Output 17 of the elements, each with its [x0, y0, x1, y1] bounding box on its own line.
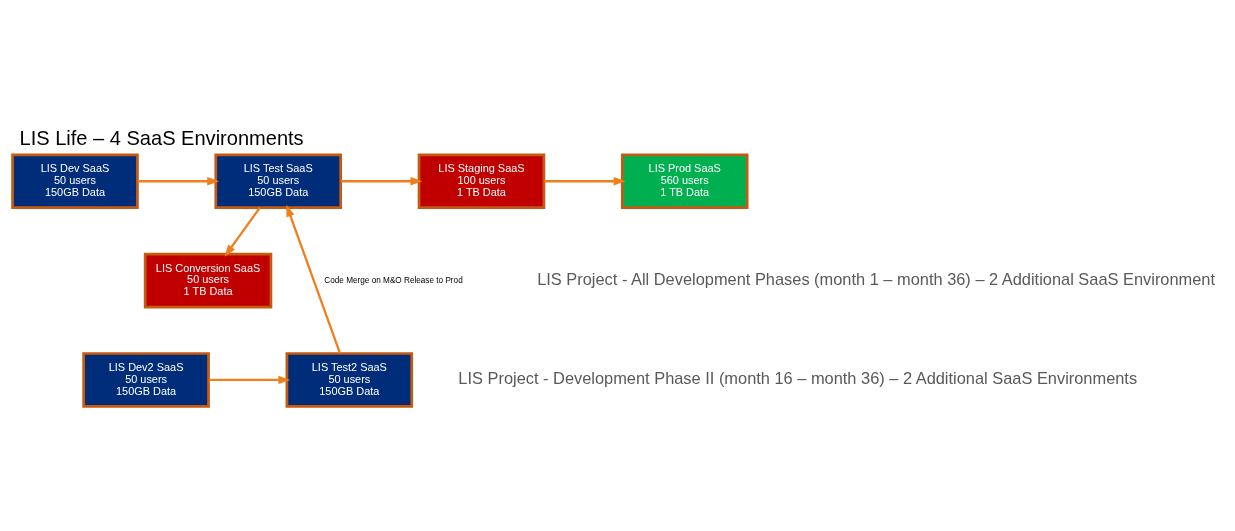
diagram-title: LIS Life – 4 SaaS Environments: [19, 126, 304, 149]
arrow: [137, 176, 220, 185]
node-box: LIS Conversion SaaS 50 users 1 TB Data: [143, 252, 273, 308]
node-box: LIS Prod SaaS 560 users 1 TB Data: [620, 152, 749, 209]
arrow: [208, 375, 291, 384]
node-box: LIS Staging SaaS 100 users 1 TB Data: [417, 152, 546, 209]
edge-label: Code Merge on M&O Release to Prod: [324, 275, 463, 285]
label: LIS Project - Development Phase II (month 16 – month 36) – 2 Additional SaaS Environments: [458, 368, 1138, 387]
arrow: [544, 176, 626, 185]
node-box: LIS Dev SaaS 50 users 150GB Data: [11, 152, 139, 209]
node-box: LIS Test SaaS 50 users 150GB Data: [214, 152, 343, 209]
arrow: [340, 176, 423, 185]
node-box: LIS Test2 SaaS 50 users 150GB Data: [285, 351, 414, 408]
label: LIS Project - All Development Phases (month 1 – month 36) – 2 Additional SaaS Environment: [537, 269, 1216, 288]
arrow: [286, 204, 342, 354]
node-box: LIS Dev2 SaaS 50 users 150GB Data: [82, 351, 210, 408]
arrow: [224, 206, 261, 257]
